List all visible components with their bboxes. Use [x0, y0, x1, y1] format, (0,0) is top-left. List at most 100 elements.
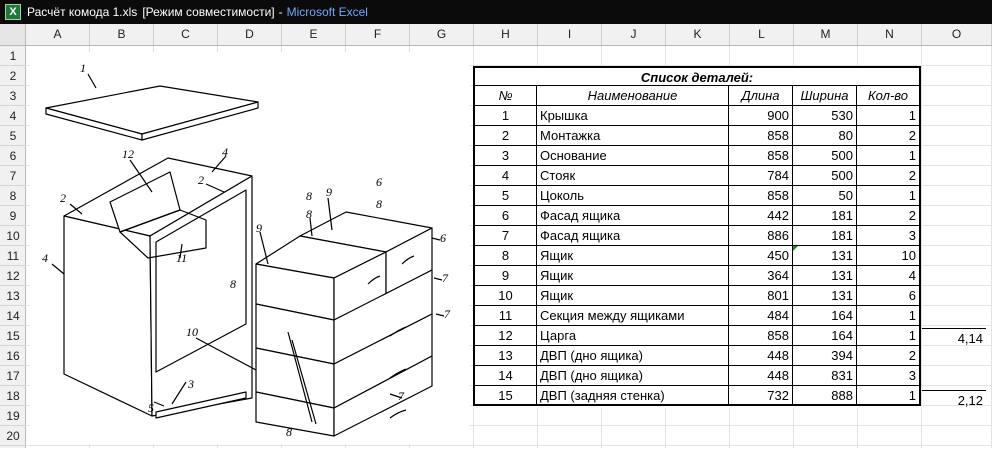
column-header-length[interactable]: Длина: [729, 86, 793, 106]
table-cell-num[interactable]: 3: [473, 146, 537, 166]
table-cell-length[interactable]: 858: [729, 146, 793, 166]
extra-value-row18[interactable]: 2,12: [922, 390, 986, 410]
column-header[interactable]: C: [154, 24, 218, 45]
table-cell-name[interactable]: Крышка: [537, 106, 729, 126]
table-cell-num[interactable]: 7: [473, 226, 537, 246]
table-cell-name[interactable]: Монтажка: [537, 126, 729, 146]
row-header[interactable]: 16: [0, 346, 26, 366]
table-cell-num[interactable]: 12: [473, 326, 537, 346]
table-cell-width[interactable]: 164: [793, 326, 857, 346]
table-cell-qty[interactable]: 2: [857, 126, 921, 146]
column-header[interactable]: K: [666, 24, 730, 45]
table-cell-name[interactable]: Царга: [537, 326, 729, 346]
note-indicator[interactable]: [793, 246, 798, 251]
table-cell-width[interactable]: 181: [793, 206, 857, 226]
table-cell-length[interactable]: 858: [729, 326, 793, 346]
table-cell-name[interactable]: Ящик: [537, 266, 729, 286]
table-cell-name[interactable]: Основание: [537, 146, 729, 166]
table-cell-num[interactable]: 10: [473, 286, 537, 306]
column-header-num[interactable]: №: [473, 86, 537, 106]
table-cell-length[interactable]: 784: [729, 166, 793, 186]
column-header[interactable]: A: [26, 24, 90, 45]
table-cell-name[interactable]: Ящик: [537, 286, 729, 306]
table-cell-num[interactable]: 15: [473, 386, 537, 406]
row-header[interactable]: 19: [0, 406, 26, 426]
table-cell-length[interactable]: 732: [729, 386, 793, 406]
table-cell-width[interactable]: 500: [793, 166, 857, 186]
table-cell-length[interactable]: 448: [729, 366, 793, 386]
extra-value-row15[interactable]: 4,14: [922, 328, 986, 348]
column-header[interactable]: E: [282, 24, 346, 45]
row-header[interactable]: 1: [0, 46, 26, 66]
table-cell-length[interactable]: 442: [729, 206, 793, 226]
table-cell-qty[interactable]: 3: [857, 226, 921, 246]
table-cell-name[interactable]: Фасад ящика: [537, 226, 729, 246]
row-header[interactable]: 18: [0, 386, 26, 406]
table-cell-num[interactable]: 5: [473, 186, 537, 206]
table-cell-width[interactable]: 181: [793, 226, 857, 246]
table-cell-num[interactable]: 14: [473, 366, 537, 386]
table-cell-length[interactable]: 450: [729, 246, 793, 266]
table-cell-qty[interactable]: 2: [857, 166, 921, 186]
column-header-name[interactable]: Наименование: [537, 86, 729, 106]
table-cell-width[interactable]: 131: [793, 246, 857, 266]
table-cell-width[interactable]: 164: [793, 306, 857, 326]
table-cell-width[interactable]: 50: [793, 186, 857, 206]
table-cell-length[interactable]: 801: [729, 286, 793, 306]
table-cell-width[interactable]: 888: [793, 386, 857, 406]
table-cell-qty[interactable]: 3: [857, 366, 921, 386]
table-cell-length[interactable]: 886: [729, 226, 793, 246]
table-cell-qty[interactable]: 1: [857, 386, 921, 406]
row-header[interactable]: 3: [0, 86, 26, 106]
table-cell-length[interactable]: 364: [729, 266, 793, 286]
table-cell-length[interactable]: 858: [729, 126, 793, 146]
table-cell-num[interactable]: 13: [473, 346, 537, 366]
row-header[interactable]: 13: [0, 286, 26, 306]
table-cell-name[interactable]: ДВП (дно ящика): [537, 346, 729, 366]
column-header[interactable]: L: [730, 24, 794, 45]
table-cell-width[interactable]: 394: [793, 346, 857, 366]
column-header[interactable]: H: [474, 24, 538, 45]
table-cell-length[interactable]: 900: [729, 106, 793, 126]
row-header[interactable]: 20: [0, 426, 26, 446]
row-header[interactable]: 10: [0, 226, 26, 246]
row-header[interactable]: 2: [0, 66, 26, 86]
column-header-width[interactable]: Ширина: [793, 86, 857, 106]
table-cell-name[interactable]: ДВП (задняя стенка): [537, 386, 729, 406]
table-cell-name[interactable]: Фасад ящика: [537, 206, 729, 226]
table-cell-qty[interactable]: 1: [857, 146, 921, 166]
table-cell-width[interactable]: 831: [793, 366, 857, 386]
row-header[interactable]: 17: [0, 366, 26, 386]
table-cell-num[interactable]: 6: [473, 206, 537, 226]
table-cell-length[interactable]: 484: [729, 306, 793, 326]
table-cell-num[interactable]: 2: [473, 126, 537, 146]
table-cell-width[interactable]: 530: [793, 106, 857, 126]
table-cell-length[interactable]: 858: [729, 186, 793, 206]
select-all-corner[interactable]: [0, 24, 26, 45]
column-header[interactable]: F: [346, 24, 410, 45]
table-title[interactable]: Список деталей:: [473, 66, 921, 86]
row-header[interactable]: 4: [0, 106, 26, 126]
column-header[interactable]: M: [794, 24, 858, 45]
column-header[interactable]: I: [538, 24, 602, 45]
table-cell-name[interactable]: Стояк: [537, 166, 729, 186]
row-header[interactable]: 9: [0, 206, 26, 226]
table-cell-width[interactable]: 131: [793, 266, 857, 286]
table-cell-name[interactable]: Ящик: [537, 246, 729, 266]
table-cell-qty[interactable]: 1: [857, 326, 921, 346]
row-header[interactable]: 14: [0, 306, 26, 326]
table-cell-qty[interactable]: 2: [857, 346, 921, 366]
table-cell-width[interactable]: 500: [793, 146, 857, 166]
table-cell-qty[interactable]: 1: [857, 106, 921, 126]
table-cell-num[interactable]: 4: [473, 166, 537, 186]
dresser-drawing[interactable]: 1 12 4 2 2 4 11 9 8 9 8 6 8 6 8 7 7 10 3…: [30, 52, 470, 444]
row-header[interactable]: 5: [0, 126, 26, 146]
table-cell-num[interactable]: 8: [473, 246, 537, 266]
column-header[interactable]: G: [410, 24, 474, 45]
column-header-qty[interactable]: Кол-во: [857, 86, 921, 106]
column-header[interactable]: J: [602, 24, 666, 45]
table-cell-width[interactable]: 131: [793, 286, 857, 306]
row-header[interactable]: 8: [0, 186, 26, 206]
table-cell-qty[interactable]: 10: [857, 246, 921, 266]
table-cell-qty[interactable]: 1: [857, 186, 921, 206]
